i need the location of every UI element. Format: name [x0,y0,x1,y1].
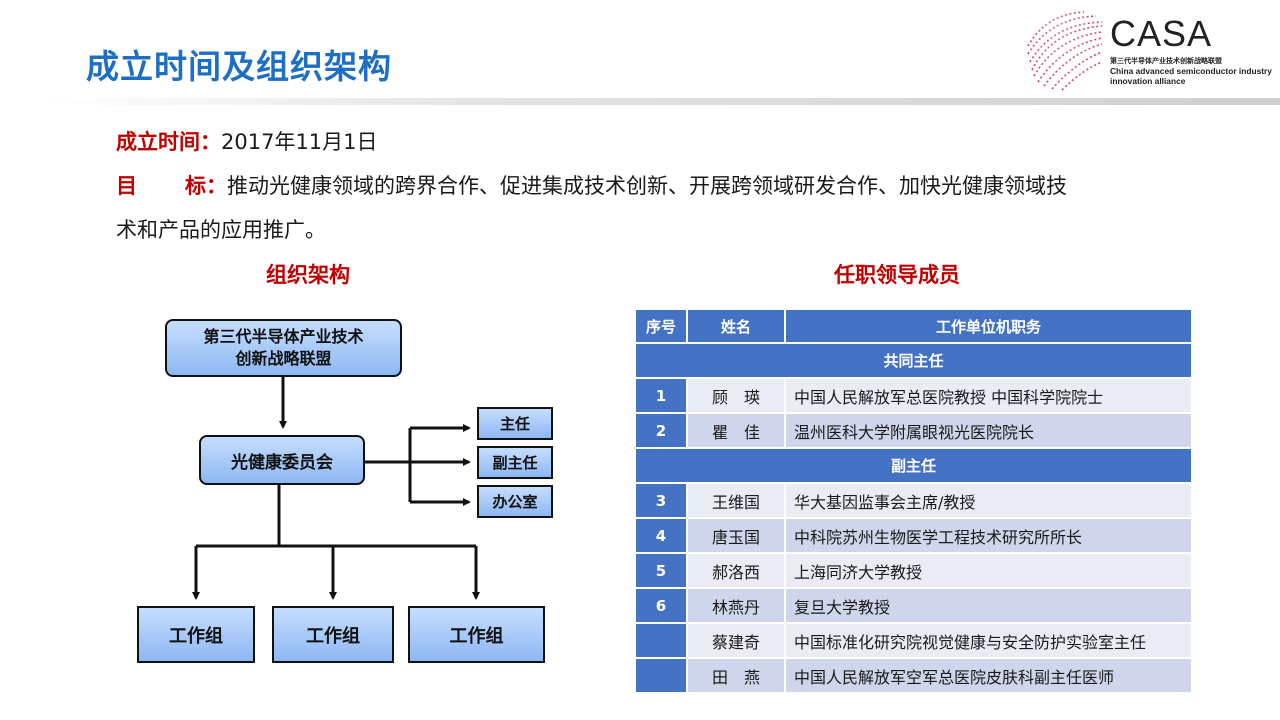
section-row-co-directors: 共同主任 [636,343,1191,379]
org-chart-title: 组织架构 [266,263,350,287]
row-index: 6 [636,588,687,624]
header-name: 姓名 [686,310,785,344]
row-position: 华大基因监事会主席/教授 [784,483,1191,519]
row-position: 中国人民解放军总医院教授 中国科学院院士 [784,378,1191,414]
director-box: 主任 [477,407,553,440]
goal-line: 目 标：推动光健康领域的跨界合作、促进集成技术创新、开展跨领域研发合作、加快光健康… [116,171,1067,201]
row-index: 1 [636,378,687,414]
working-group-box-2: 工作组 [272,606,394,663]
casa-logo: CASA 第三代半导体产业技术创新战略联盟 China advanced sem… [1022,10,1272,92]
table-row: 3 王维国 华大基因监事会主席/教授 [636,483,1191,519]
section-label-vice-directors: 副主任 [636,448,1191,484]
founded-date-line: 成立时间：2017年11月1日 [116,127,378,157]
alliance-name-line-1: 第三代半导体产业技术 [203,327,364,346]
table-row: 1 顾 瑛 中国人民解放军总医院教授 中国科学院院士 [636,378,1191,414]
goal-text-line-1: 推动光健康领域的跨界合作、促进集成技术创新、开展跨领域研发合作、加快光健康领域技 [227,174,1067,198]
row-position: 复旦大学教授 [784,588,1191,624]
header-position: 工作单位机职务 [784,310,1191,344]
goal-label-part-2: 标： [185,174,227,198]
row-name: 瞿 佳 [686,413,785,449]
section-label-co-directors: 共同主任 [636,343,1191,379]
table-row: 6 林燕丹 复旦大学教授 [636,588,1191,624]
header-index: 序号 [636,310,687,344]
casa-sphere-logo-icon [1027,11,1103,91]
committee-box: 光健康委员会 [199,435,365,485]
logo-english-line-1: China advanced semiconductor industry [1110,66,1272,76]
row-position: 上海同济大学教授 [784,553,1191,589]
table-row: 4 唐玉国 中科院苏州生物医学工程技术研究所所长 [636,518,1191,554]
row-position: 中科院苏州生物医学工程技术研究所所长 [784,518,1191,554]
row-name: 蔡建奇 [686,623,785,659]
table-row: 5 郝洛西 上海同济大学教授 [636,553,1191,589]
logo-english-line-2: innovation alliance [1110,76,1186,86]
working-group-box-3: 工作组 [408,606,545,663]
row-name: 顾 瑛 [686,378,785,414]
row-position: 中国标准化研究院视觉健康与安全防护实验室主任 [784,623,1191,659]
vice-director-box: 副主任 [477,446,553,479]
alliance-name-line-2: 创新战略联盟 [235,349,332,368]
row-index [636,623,687,659]
row-name: 林燕丹 [686,588,785,624]
row-name: 田 燕 [686,658,785,694]
working-group-box-1: 工作组 [137,606,255,663]
table-header-row: 序号 姓名 工作单位机职务 [636,310,1191,344]
row-index: 4 [636,518,687,554]
goal-text-line-2: 术和产品的应用推广。 [116,218,326,242]
row-position: 中国人民解放军空军总医院皮肤科副主任医师 [784,658,1191,694]
row-name: 王维国 [686,483,785,519]
table-row: 2 瞿 佳 温州医科大学附属眼视光医院院长 [636,413,1191,449]
office-box: 办公室 [477,485,553,518]
leaders-title: 任职领导成员 [834,263,960,287]
logo-wordmark: CASA [1110,13,1213,54]
row-index [636,658,687,694]
table-row: 蔡建奇 中国标准化研究院视觉健康与安全防护实验室主任 [636,623,1191,659]
leaders-table: 序号 姓名 工作单位机职务 共同主任 1 顾 瑛 中国人民解放军总医院教授 中国… [636,310,1191,694]
row-index: 3 [636,483,687,519]
row-name: 唐玉国 [686,518,785,554]
founded-label: 成立时间： [116,130,221,154]
row-position: 温州医科大学附属眼视光医院院长 [784,413,1191,449]
alliance-box: 第三代半导体产业技术 创新战略联盟 [165,319,402,377]
row-index: 2 [636,413,687,449]
section-row-vice-directors: 副主任 [636,448,1191,484]
page-title: 成立时间及组织架构 [86,47,392,86]
row-index: 5 [636,553,687,589]
goal-label-part-1: 目 [116,174,137,198]
logo-chinese-name: 第三代半导体产业技术创新战略联盟 [1110,57,1222,65]
row-name: 郝洛西 [686,553,785,589]
title-divider [40,98,1280,105]
founded-value: 2017年11月1日 [221,130,378,154]
table-row: 田 燕 中国人民解放军空军总医院皮肤科副主任医师 [636,658,1191,694]
